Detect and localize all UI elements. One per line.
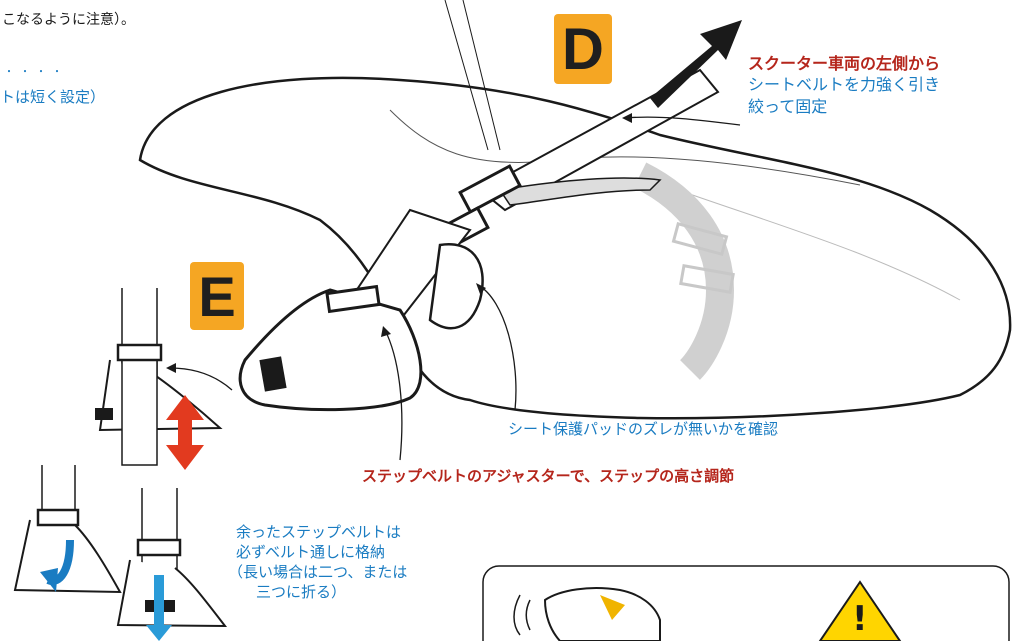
seat-belt-lower — [498, 177, 662, 206]
step-pad — [238, 288, 423, 412]
scooter-sketch — [543, 587, 661, 641]
step-adjust-label: ステップベルトのアジャスターで、ステップの高さ調節 — [362, 467, 735, 485]
ghost-buckle — [679, 264, 735, 294]
pad-check-label: シート保護パッドのズレが無いかを確認 — [508, 420, 779, 438]
badge-d: D — [554, 14, 612, 84]
step-figure-buckle — [116, 343, 163, 362]
belt-buckle — [458, 164, 522, 214]
step-buckle — [325, 284, 381, 314]
pull-arrow — [650, 20, 742, 108]
callout-pointer — [624, 116, 741, 126]
pointer-line — [444, 0, 489, 151]
excess-belt-line2: 必ずベルト通しに格納 — [236, 543, 385, 561]
height-adjust-arrow — [166, 395, 204, 470]
ghost-buckle — [671, 221, 729, 257]
excess-belt-line4: 三つに折る） — [256, 583, 347, 601]
pointer-line — [462, 0, 501, 151]
adjust-leader — [384, 329, 403, 461]
warning-exclamation: ! — [852, 599, 868, 639]
callout-d-line3: 絞って固定 — [748, 97, 828, 116]
ghost-strap — [633, 162, 735, 380]
excess-belt-line3: （長い場合は二つ、または — [228, 563, 408, 581]
excess-belt-line1: 余ったステップベルトは — [236, 523, 402, 541]
step-figure-3 — [116, 559, 228, 628]
stow-arrow — [154, 575, 164, 630]
warning-icon — [818, 580, 902, 641]
seat-protect-pad — [428, 242, 484, 330]
pad-leader — [477, 284, 517, 411]
seat-contour-2 — [649, 179, 961, 301]
callout-d-line1: スクーター車両の左側から — [748, 54, 941, 73]
callout-d-line2: シートベルトを力強く引き — [748, 75, 941, 94]
emphasis-dots: ・・・・ — [4, 67, 68, 78]
step-figure-strap — [121, 344, 158, 466]
badge-e: E — [190, 262, 244, 330]
brand-tag — [259, 356, 287, 392]
figure-pointer — [169, 367, 233, 391]
top-note: こなるように注意）。 — [2, 12, 135, 28]
left-note: トは短く設定） — [0, 88, 106, 106]
